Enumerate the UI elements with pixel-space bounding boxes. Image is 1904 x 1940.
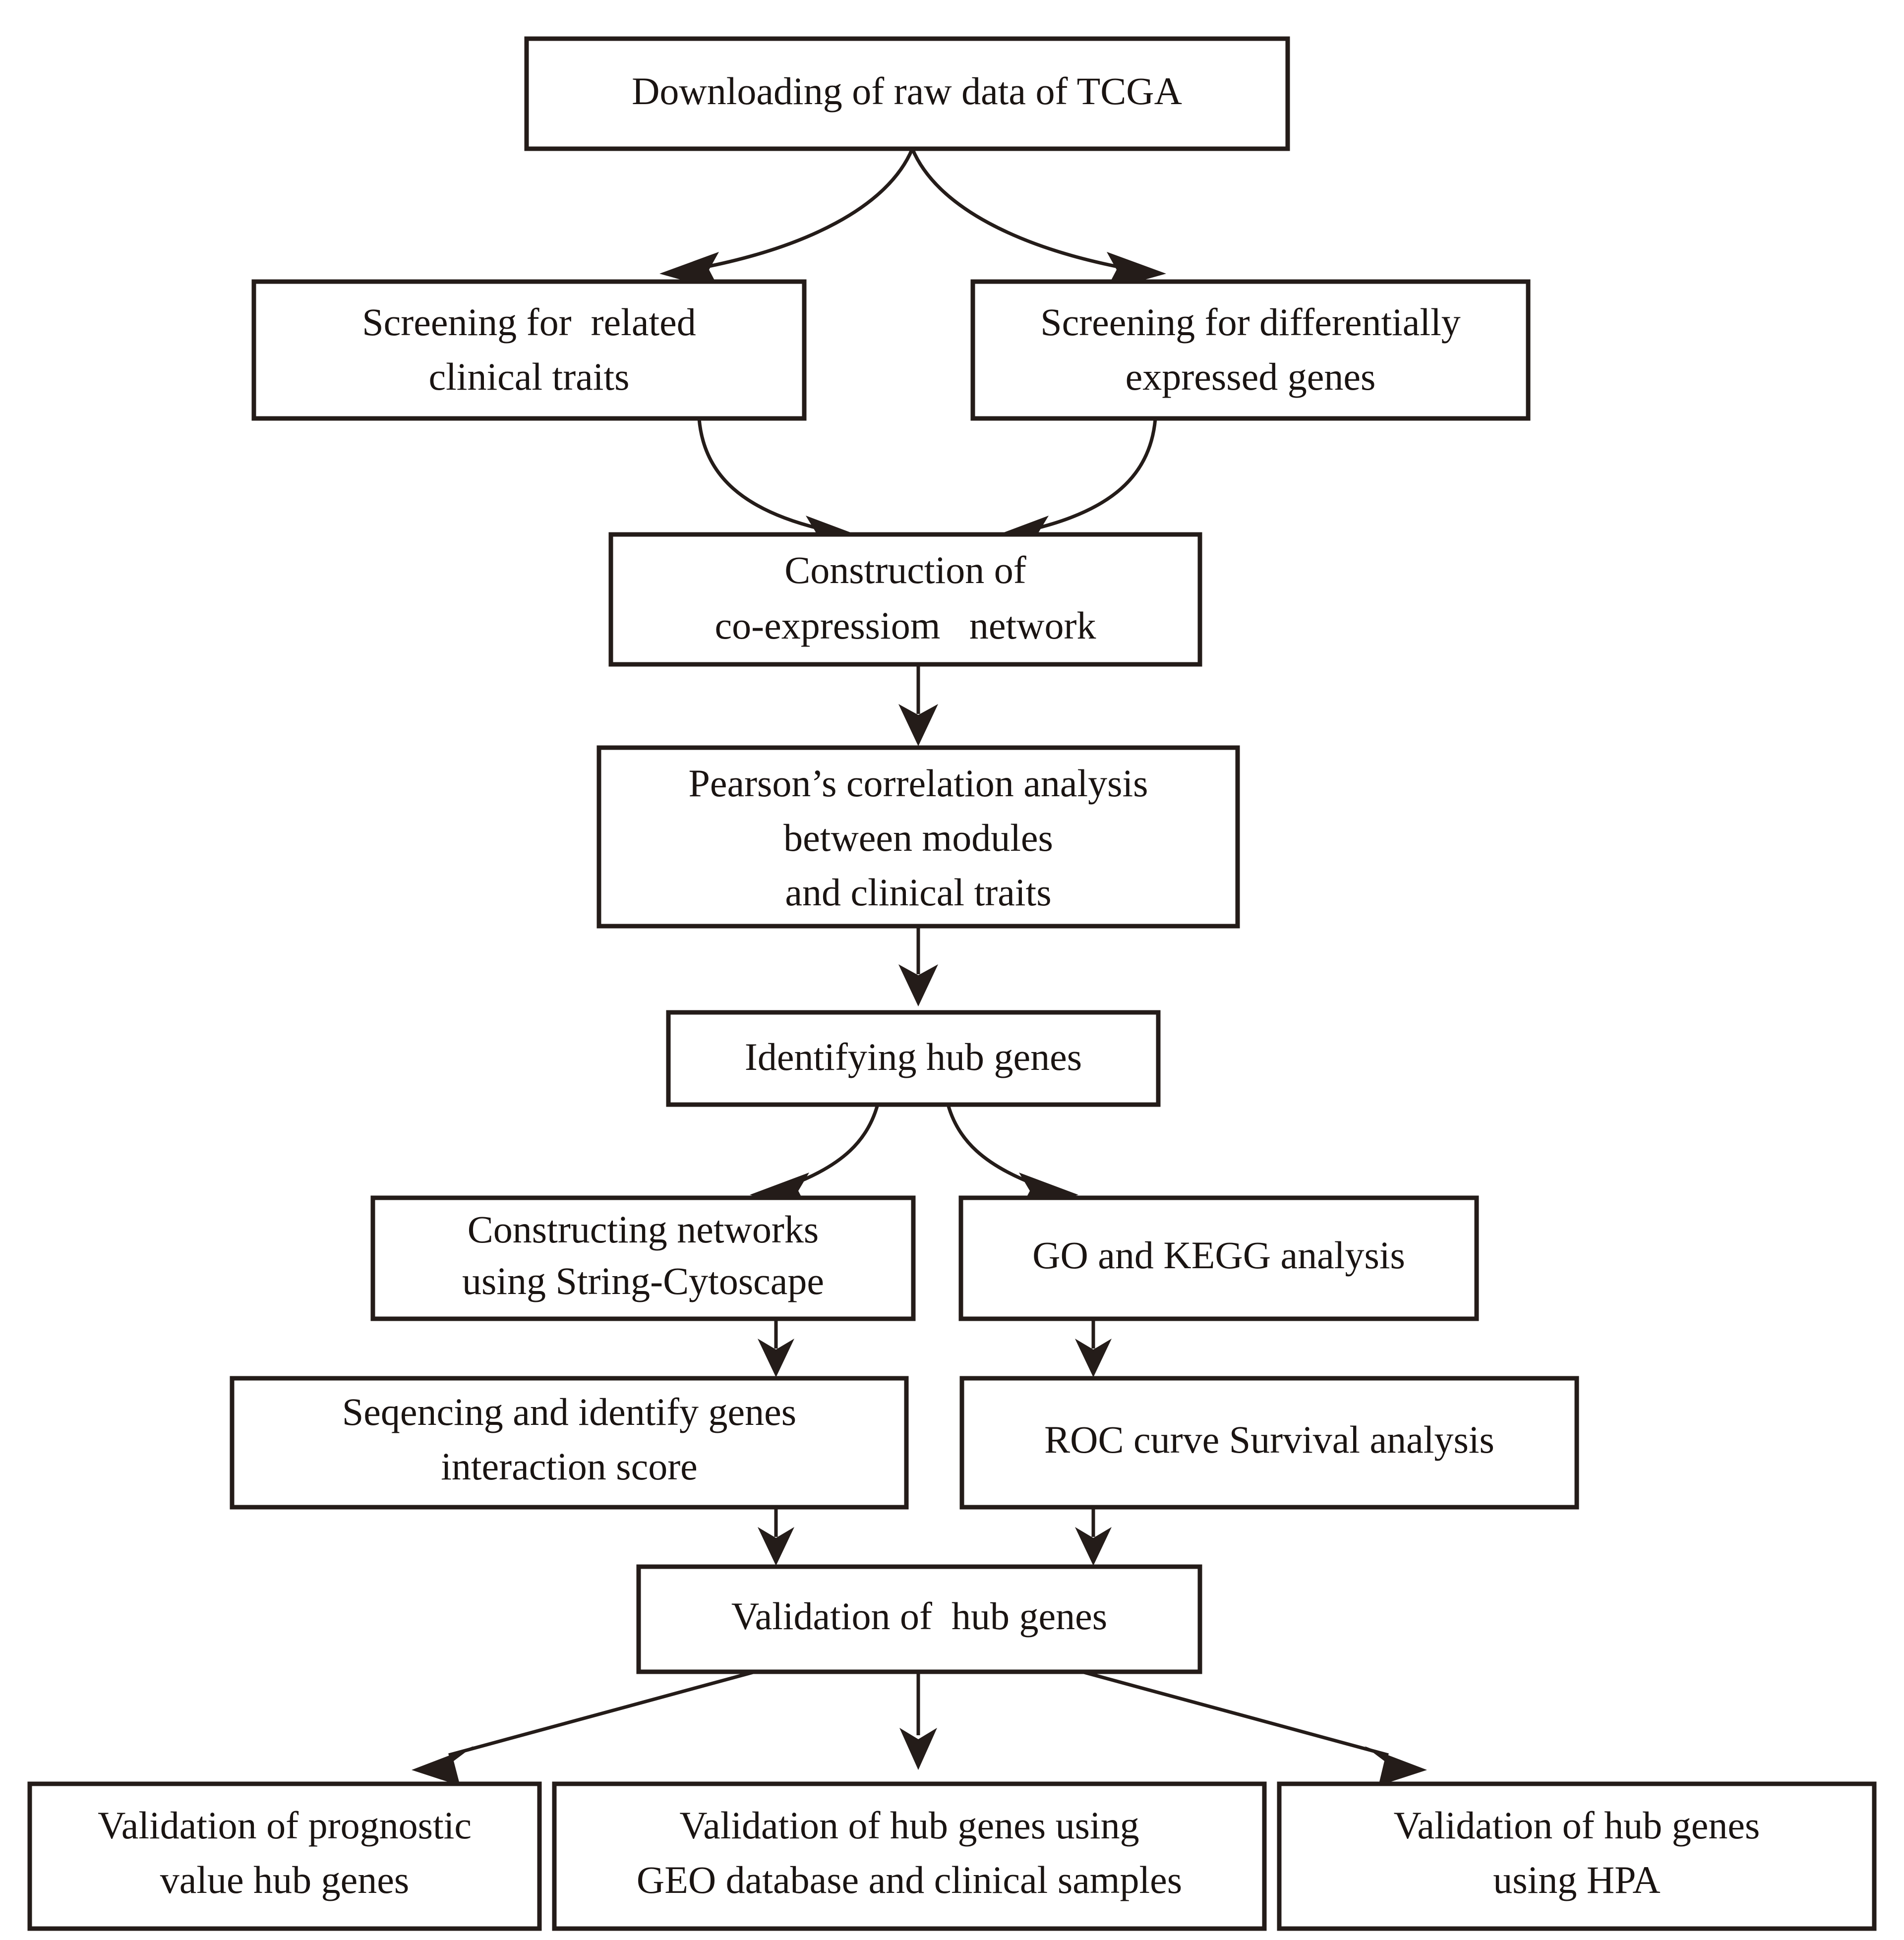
node-hub-genes-line-0: Identifying hub genes [745, 1035, 1082, 1078]
node-seqencing-line-1: interaction score [441, 1445, 698, 1488]
node-download[interactable]: Downloading of raw data of TCGA [524, 36, 1290, 151]
edge-roc-to-validation [1075, 1507, 1112, 1566]
node-go-kegg-line-0: GO and KEGG analysis [1032, 1234, 1405, 1277]
node-go-kegg[interactable]: GO and KEGG analysis [958, 1195, 1479, 1321]
node-constructing-networks-line-1: using String-Cytoscape [462, 1259, 824, 1302]
edge-validation-to-val-hpa [1078, 1669, 1427, 1786]
node-construction-line-1: co-expressiom network [715, 604, 1096, 647]
edge-construction-to-pearson [898, 664, 938, 746]
node-pearson[interactable]: Pearson’s correlation analysis between m… [596, 745, 1240, 929]
node-screen-degs-line-0: Screening for differentially [1040, 300, 1461, 344]
node-val-geo-line-1: GEO database and clinical samples [637, 1858, 1182, 1901]
node-pearson-line-1: between modules [783, 816, 1053, 859]
node-val-hpa-line-0: Validation of hub genes [1394, 1804, 1760, 1847]
node-val-geo[interactable]: Validation of hub genes using GEO databa… [552, 1781, 1267, 1931]
node-validation-line-0: Validation of hub genes [731, 1594, 1107, 1638]
node-download-line-0: Downloading of raw data of TCGA [632, 69, 1182, 113]
node-construction[interactable]: Construction of co-expressiom network [608, 532, 1202, 667]
node-val-prognostic-line-1: value hub genes [160, 1858, 410, 1901]
edge-pearson-to-hub-genes [898, 927, 938, 1006]
edge-download-to-screen-clinical [659, 148, 914, 291]
node-pearson-line-0: Pearson’s correlation analysis [688, 762, 1148, 805]
node-constructing-networks-line-0: Constructing networks [468, 1208, 819, 1251]
node-screen-clinical-line-1: clinical traits [428, 355, 629, 398]
node-val-geo-line-0: Validation of hub genes using [679, 1804, 1139, 1847]
node-screen-clinical[interactable]: Screening for related clinical traits [251, 279, 807, 421]
edge-validation-to-val-prognostic [412, 1669, 759, 1786]
edge-validation-to-val-geo [899, 1671, 937, 1770]
node-constructing-networks[interactable]: Constructing networks using String-Cytos… [370, 1195, 916, 1321]
node-screen-degs-line-1: expressed genes [1126, 355, 1376, 398]
node-val-hpa-line-1: using HPA [1493, 1858, 1660, 1901]
node-hub-genes[interactable]: Identifying hub genes [666, 1010, 1161, 1107]
node-validation[interactable]: Validation of hub genes [636, 1564, 1202, 1674]
edge-constructing-networks-to-seqencing [758, 1319, 794, 1377]
node-roc[interactable]: ROC curve Survival analysis [959, 1376, 1579, 1510]
edge-seqencing-to-validation [758, 1507, 794, 1566]
node-screen-clinical-line-0: Screening for related [362, 300, 696, 344]
node-seqencing-line-0: Seqencing and identify genes [342, 1390, 796, 1433]
node-layer: Downloading of raw data of TCGA Screenin… [27, 36, 1877, 1931]
node-pearson-line-2: and clinical traits [785, 871, 1051, 914]
node-val-prognostic-line-0: Validation of prognostic [98, 1804, 472, 1847]
node-roc-line-0: ROC curve Survival analysis [1044, 1418, 1494, 1461]
edge-go-kegg-to-roc [1075, 1319, 1112, 1377]
node-val-prognostic[interactable]: Validation of prognostic value hub genes [27, 1781, 542, 1931]
node-seqencing[interactable]: Seqencing and identify genes interaction… [230, 1376, 909, 1510]
node-val-hpa[interactable]: Validation of hub genes using HPA [1277, 1781, 1877, 1931]
edge-download-to-screen-degs [910, 148, 1166, 291]
node-construction-line-0: Construction of [784, 548, 1026, 591]
node-screen-degs[interactable]: Screening for differentially expressed g… [970, 279, 1531, 421]
